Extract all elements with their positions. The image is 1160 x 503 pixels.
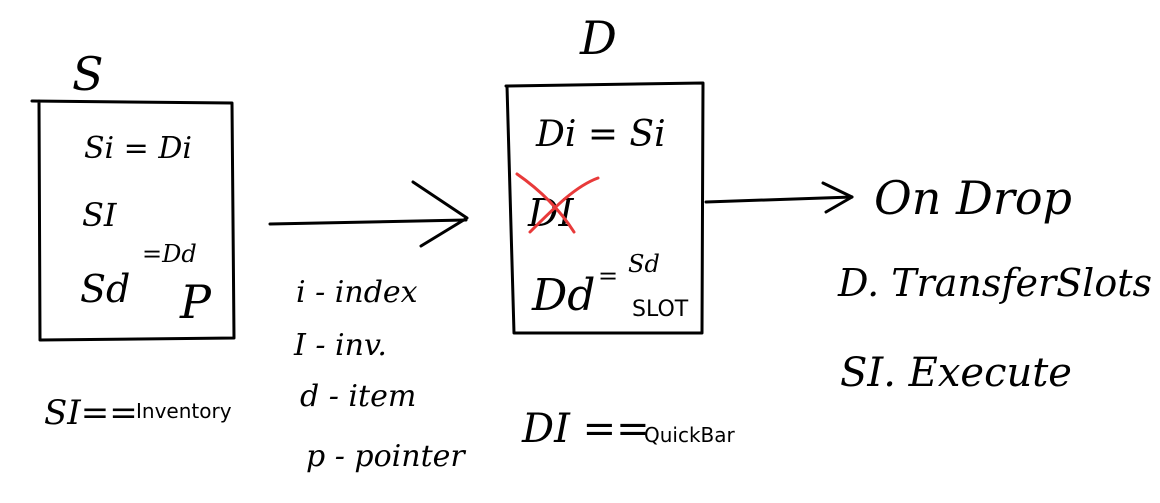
arrow-s-to-d: [268, 180, 469, 248]
legend-pointer: p - pointer: [306, 439, 466, 474]
note-quickbar: DI == QuickBar: [521, 406, 736, 452]
note-inventory: SI== Inventory: [44, 393, 232, 433]
on-drop-step-1: D. TransferSlots: [837, 261, 1152, 305]
box-d-line-3-bottom: SLOT: [632, 297, 689, 322]
box-s-title: S: [72, 47, 104, 101]
arrow-d-to-ondrop: [704, 181, 854, 214]
note-s-text: Inventory: [136, 399, 232, 423]
box-d: D Di = Si DI Dd = Sd SLOT: [504, 11, 705, 335]
on-drop-outcome: On Drop D. TransferSlots SI. Execute: [837, 171, 1152, 396]
box-d-line-3-left: Dd: [531, 270, 595, 321]
box-s: S Si = Di SI Sd =Dd P: [30, 47, 236, 342]
box-d-outline: [504, 81, 705, 335]
box-s-outline: [30, 99, 236, 342]
legend-inventory: I - inv.: [293, 328, 387, 363]
on-drop-step-2: SI. Execute: [840, 350, 1072, 396]
box-s-line-2: SI: [82, 196, 118, 234]
box-d-line-3-top: Sd: [628, 250, 660, 278]
legend-index: i - index: [296, 275, 418, 310]
note-d-text: QuickBar: [644, 423, 736, 447]
box-s-line-3-eq: =Dd: [142, 240, 197, 268]
legend-item: d - item: [300, 379, 416, 414]
box-d-line-1: Di = Si: [535, 114, 666, 155]
box-d-line-3-eq: =: [598, 262, 618, 290]
box-d-title: D: [579, 11, 617, 65]
note-s-prefix: SI==: [44, 393, 138, 433]
on-drop-label: On Drop: [874, 171, 1072, 225]
box-s-line-3-right: P: [179, 275, 212, 329]
legend: i - index I - inv. d - item p - pointer: [293, 275, 466, 474]
cross-out-mark: [515, 172, 600, 234]
box-s-line-3-left: Sd: [80, 267, 130, 311]
note-d-prefix: DI ==: [521, 406, 650, 452]
box-s-line-1: Si = Di: [84, 131, 192, 166]
